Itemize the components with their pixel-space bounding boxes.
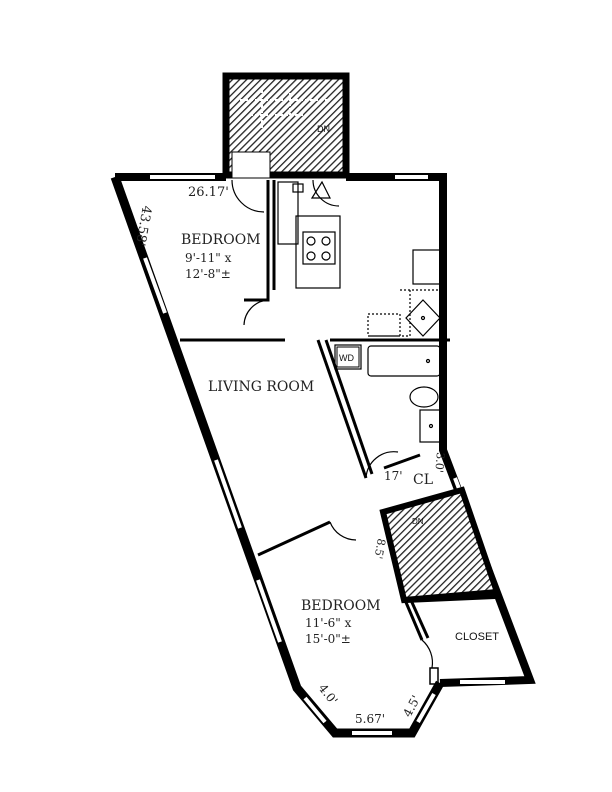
bedroom2-dim2: 15'-0"± (305, 632, 351, 646)
bedroom1-name: BEDROOM (181, 232, 261, 248)
cl-label: CL (413, 472, 433, 488)
bedroom2-name: BEDROOM (301, 598, 381, 614)
upper-stairwell: DN (222, 72, 350, 179)
kitchen-sink-icon (405, 299, 441, 337)
dim-cl-side: 3.0' (432, 452, 447, 474)
wd-label: WD (339, 353, 354, 363)
bathroom-fixtures (334, 344, 443, 443)
stove-icon (302, 231, 336, 265)
bedroom2-dim1: 11'-6" x (305, 616, 352, 630)
closet-label: CLOSET (455, 631, 499, 643)
bathroom-sink-icon (419, 409, 443, 443)
lower-stairs-label: DN (412, 517, 424, 526)
dim-cl-diag: 17' (384, 469, 403, 483)
bathtub-icon (367, 345, 441, 377)
dim-bay-left: 4.0' (316, 681, 341, 707)
living-room-name: LIVING ROOM (208, 379, 314, 395)
exterior-walls (110, 173, 536, 738)
bedroom1-dim2: 12'-8"± (185, 267, 231, 281)
interior-walls (180, 180, 496, 685)
upper-stairs-label: DN (317, 124, 330, 134)
dim-stair-side: 8.5' (371, 537, 387, 559)
toilet-icon (409, 386, 439, 408)
dim-top-wall: 26.17' (188, 185, 229, 200)
lower-stairwell: DN (379, 486, 502, 604)
refrigerator-icon (412, 249, 444, 285)
kitchen-fixtures (277, 180, 444, 337)
bedroom1-dim1: 9'-11" x (185, 251, 232, 265)
dim-bay-mid: 5.67' (355, 712, 385, 726)
dim-left-wall: 43.58' (132, 204, 154, 247)
door-swings (231, 179, 434, 669)
washer-dryer (336, 346, 360, 368)
